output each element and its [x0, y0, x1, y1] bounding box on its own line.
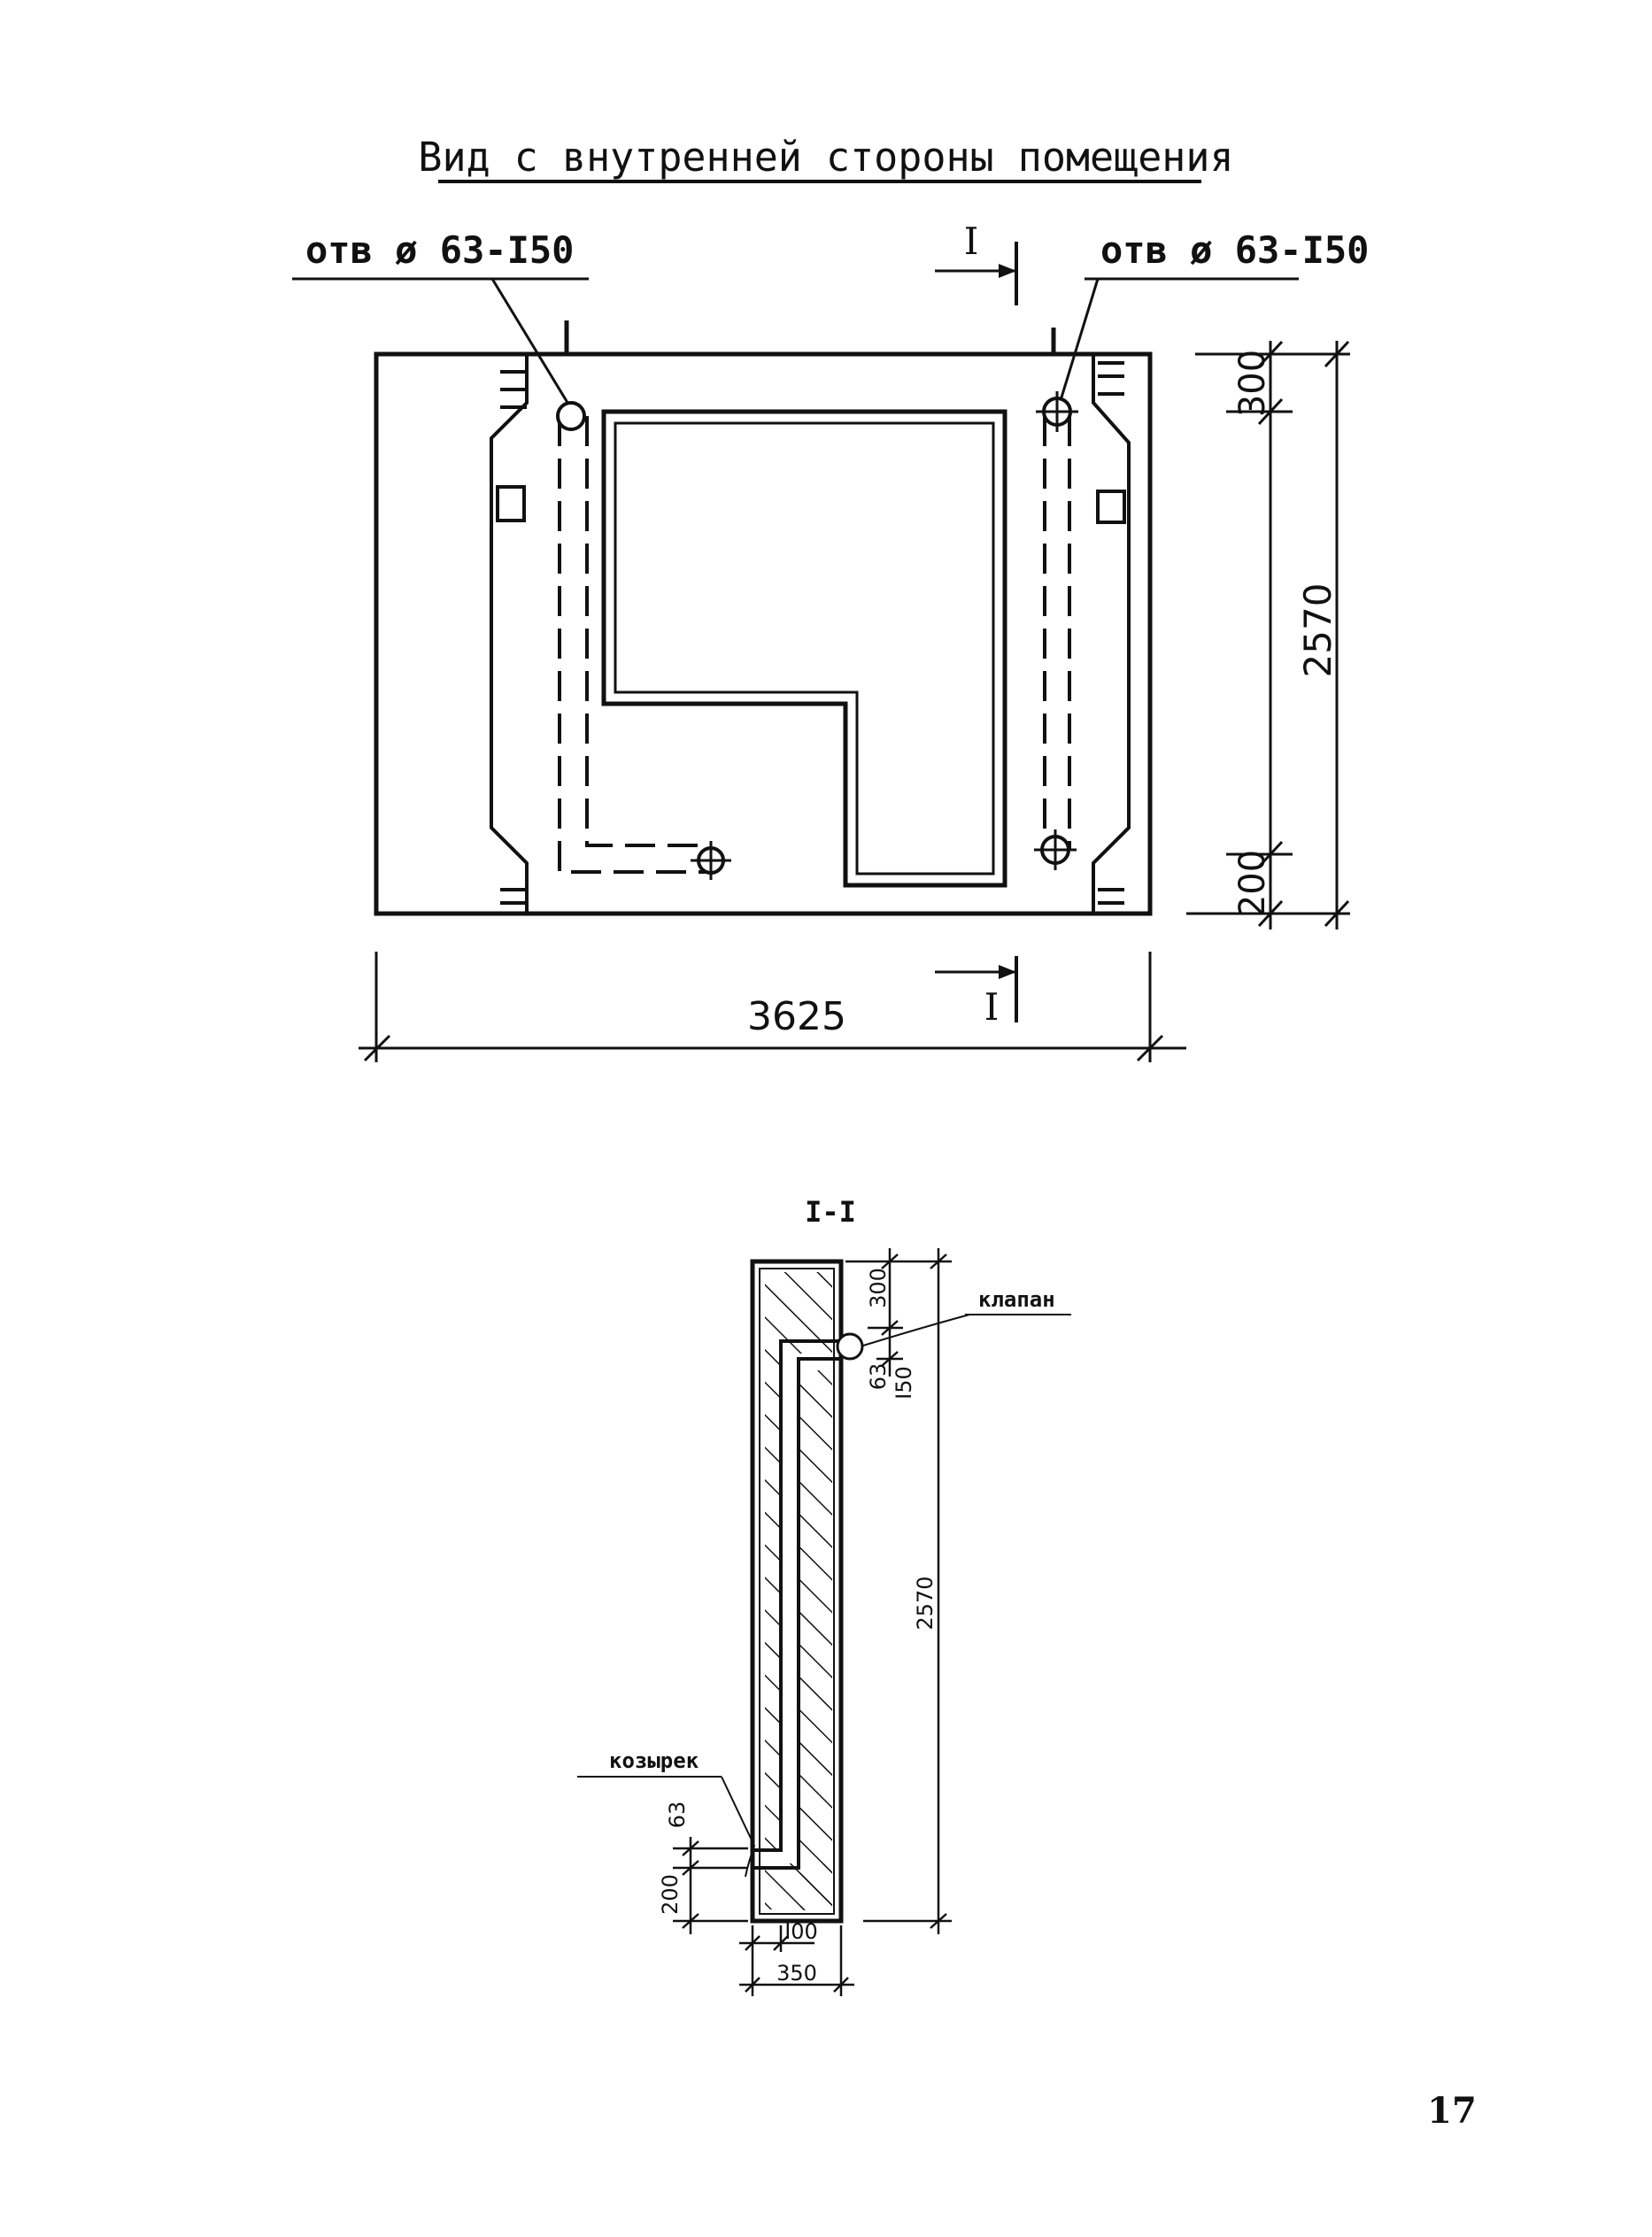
canopy-label: козырек	[609, 1748, 699, 1773]
duct-right	[1043, 416, 1071, 850]
valve-icon	[836, 1332, 864, 1361]
section-slab-inner	[759, 1268, 835, 1915]
section-hatch-bottom	[765, 1863, 832, 1909]
hole-bottom-right	[1034, 829, 1077, 870]
dimension-top-offset-label: 300	[1232, 350, 1273, 417]
duct-left	[558, 416, 710, 874]
hole-label-left: отв ø 63-I50	[305, 228, 574, 272]
hole-label-right: отв ø 63-I50	[1100, 228, 1369, 272]
page-number: 17	[1427, 2090, 1477, 2132]
dimension-width	[359, 952, 1186, 1062]
view-title: Вид с внутренней стороны помещения	[418, 134, 1233, 181]
section-slab-outline	[750, 1259, 844, 1924]
svg-text:I: I	[964, 220, 979, 263]
section-title: I-I	[805, 1195, 856, 1229]
hole-bottom-left	[691, 841, 731, 880]
section-marker-bottom: I	[935, 956, 1018, 1029]
section-dim-hole-spacing-label: I50	[892, 1366, 916, 1400]
section-marker-top: I	[935, 220, 1018, 305]
panel-outline	[374, 351, 1153, 916]
section-hatch-inner	[800, 1370, 832, 1910]
section-dimension-left	[673, 1837, 748, 1934]
section-hatch-outer-lower	[765, 1354, 781, 1849]
canopy-leader	[721, 1776, 756, 1878]
section-dimension-bottom	[739, 1925, 854, 1996]
hole-top-right	[1036, 391, 1078, 432]
valve-label: клапан	[978, 1287, 1055, 1312]
section-dim-height-label: 2570	[913, 1576, 938, 1630]
valve-leader	[862, 1314, 970, 1346]
svg-text:I: I	[984, 985, 1000, 1029]
section-dim-thickness-label: 350	[776, 1961, 817, 1986]
dimension-width-label: 3625	[747, 994, 846, 1039]
section-dim-hole-label: 63	[866, 1363, 891, 1391]
hole-leader-left	[490, 278, 574, 411]
panel-opening	[601, 409, 1007, 888]
hole-top-left	[556, 401, 586, 431]
section-dim-canopy-hole-label: 63	[665, 1801, 690, 1829]
panel-elevation-view: Вид с внутренней стороны помещения отв ø…	[292, 134, 1369, 1062]
panel-edge-left	[490, 356, 529, 912]
dimension-height-label: 2570	[1296, 583, 1339, 678]
section-dim-inner-label: I00	[784, 1919, 818, 1944]
section-dim-bottom-label: 200	[658, 1874, 683, 1915]
section-dimension-right	[845, 1248, 952, 1934]
section-dim-top-label: 300	[866, 1268, 891, 1308]
hole-leader-right	[1056, 278, 1100, 410]
panel-edge-right	[1092, 356, 1131, 912]
dimension-vertical	[1186, 340, 1350, 930]
section-duct-channel	[753, 1339, 841, 1870]
dimension-bottom-offset-label: 200	[1232, 850, 1273, 917]
section-view: I-I клапан козырек	[577, 1195, 1071, 1996]
